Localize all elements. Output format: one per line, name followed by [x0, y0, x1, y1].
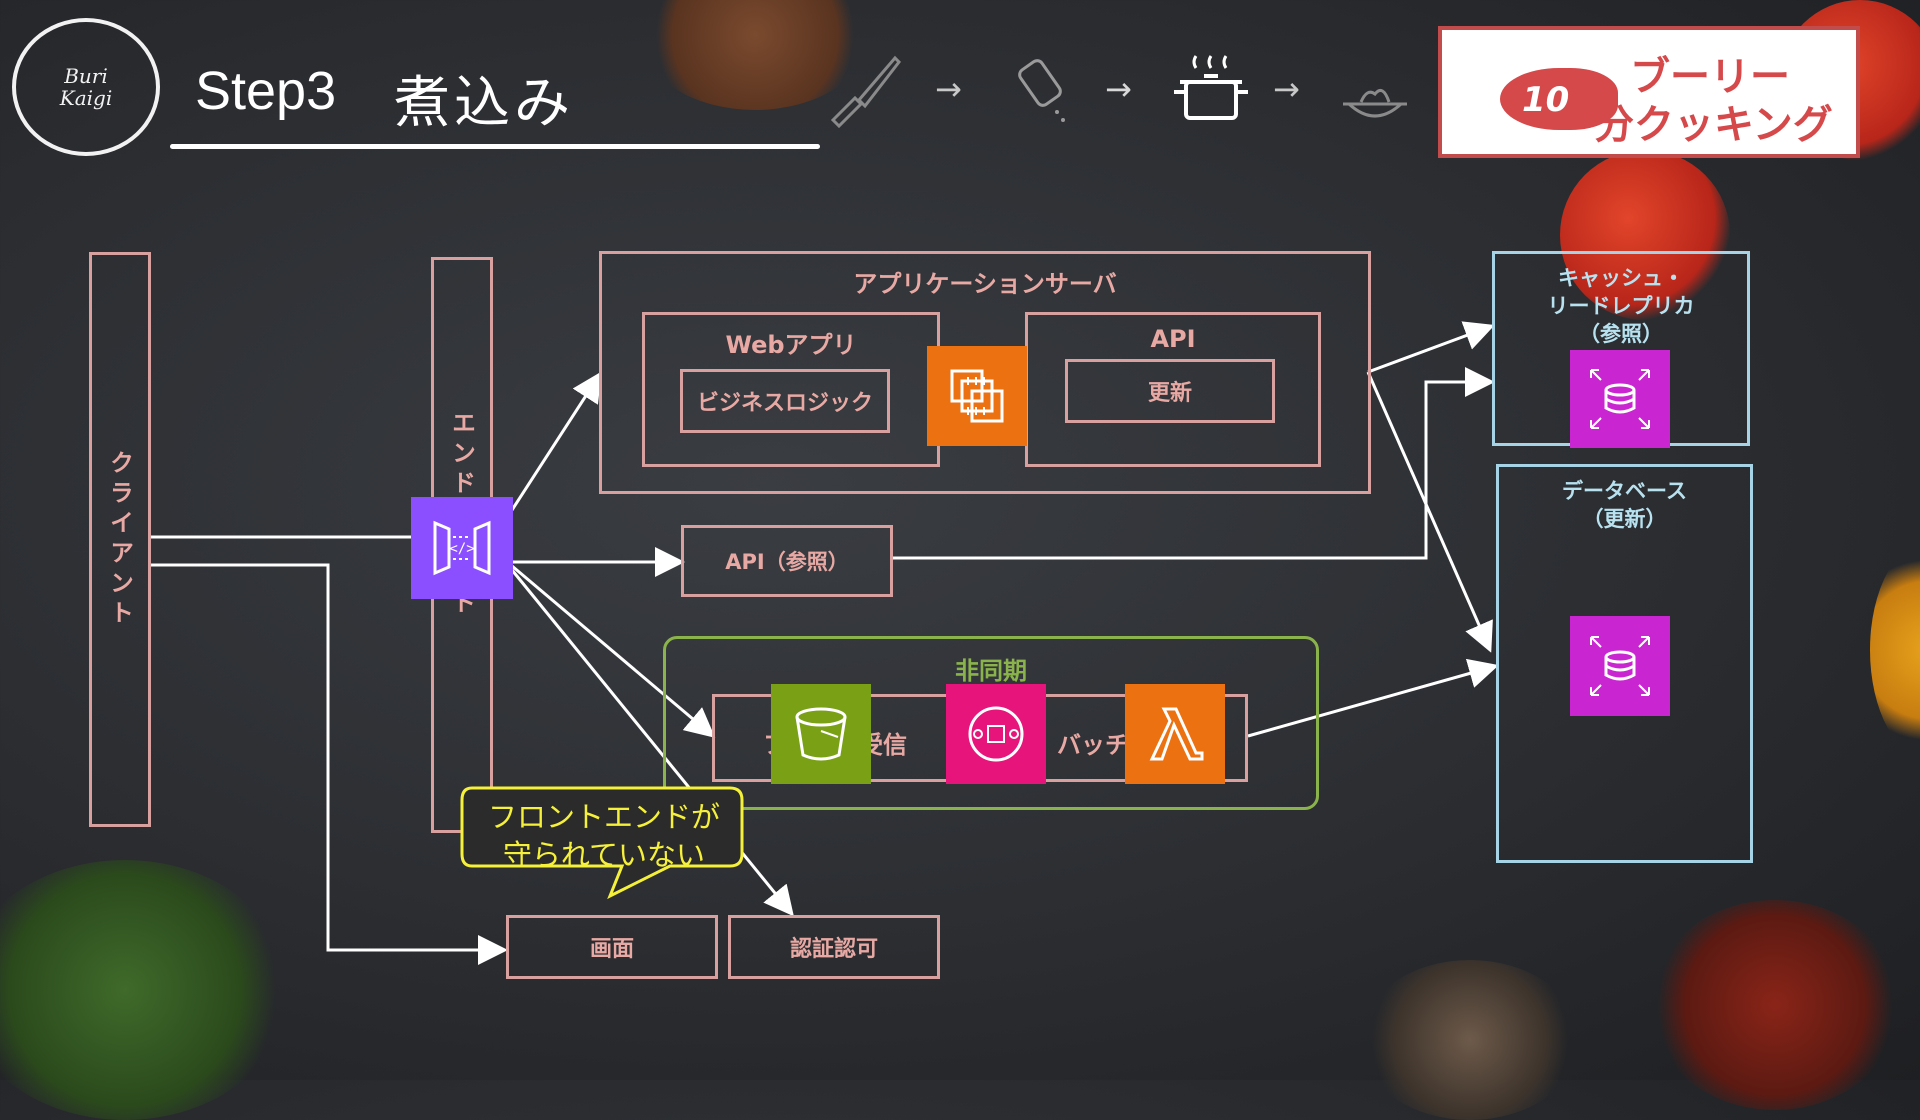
callout-bubble: [460, 786, 744, 900]
herb-decoration: [0, 860, 290, 1120]
ec2-instance-icon: [927, 346, 1027, 446]
page-subtitle: 煮込み: [394, 71, 574, 136]
badge-line1: ブーリー: [1630, 54, 1790, 100]
auth-label: 認証認可: [789, 937, 878, 962]
fish-icon: [1500, 68, 1618, 130]
rds-database-icon-2: [1570, 616, 1670, 716]
spice-bowl-decoration: [1650, 900, 1900, 1110]
screen-box: 画面: [506, 915, 718, 979]
sqs-queue-icon: [946, 684, 1046, 784]
client-label: クライアント: [105, 449, 134, 630]
async-group-box: 非同期: [663, 636, 1319, 810]
tomato-decoration: [1560, 150, 1730, 320]
cache-label-1: キャッシュ・: [1558, 266, 1684, 290]
arrow-right-icon: →: [935, 70, 962, 108]
api-reference-box: API（参照）: [681, 525, 893, 597]
svg-text:</>: </>: [449, 541, 474, 557]
connector-lines: [478, 321, 1499, 965]
update-label: 更新: [1147, 381, 1192, 406]
api-gateway-icon: </>: [411, 497, 513, 599]
buri-cooking-badge: 10 ブーリー 分クッキング: [1438, 26, 1860, 158]
update-box: 更新: [1065, 359, 1275, 423]
cooking-pot-icon: [1168, 48, 1254, 134]
knife-icon: [825, 48, 905, 128]
arrow-right-icon-3: →: [1273, 70, 1300, 108]
callout-text-2: 守られていない: [502, 838, 706, 872]
async-label: 非同期: [955, 657, 1027, 685]
api-reference-label: API（参照）: [725, 550, 849, 574]
auth-box: 認証認可: [728, 915, 940, 979]
api-label: API: [1150, 325, 1196, 353]
app-server-box: アプリケーションサーバ: [599, 251, 1371, 494]
s3-bucket-icon: [771, 684, 871, 784]
lambda-icon: [1125, 684, 1225, 784]
business-logic-label: ビジネスロジック: [696, 391, 873, 416]
salt-shaker-icon: [1005, 48, 1085, 128]
batch-label: バッチ: [1057, 731, 1129, 759]
cache-label-3: （参照）: [1579, 322, 1663, 346]
logo-text-bottom: Kaigi: [59, 86, 113, 110]
cache-label-2: リードレプリカ: [1547, 294, 1695, 318]
badge-number: 10: [1522, 80, 1570, 120]
plated-dish-icon: [1335, 52, 1415, 132]
title-underline: [170, 144, 820, 149]
business-logic-box: ビジネスロジック: [680, 369, 890, 433]
database-label-2: （更新）: [1582, 507, 1667, 531]
callout-text-1: フロントエンドが: [487, 800, 720, 834]
screen-label: 画面: [589, 937, 634, 962]
badge-line2: 分クッキング: [1594, 102, 1833, 148]
buri-kaigi-logo: Buri Kaigi: [12, 18, 160, 156]
database-label-1: データベース: [1562, 479, 1687, 503]
page-title: Step3: [195, 61, 337, 121]
arrow-right-icon-2: →: [1105, 70, 1132, 108]
rds-database-icon: [1570, 350, 1670, 448]
webapp-label: Webアプリ: [725, 331, 857, 359]
database-box: データベース （更新）: [1496, 464, 1753, 863]
client-box: クライアント: [89, 252, 151, 827]
logo-text-top: Buri: [64, 64, 108, 88]
app-server-label: アプリケーションサーバ: [853, 270, 1117, 298]
